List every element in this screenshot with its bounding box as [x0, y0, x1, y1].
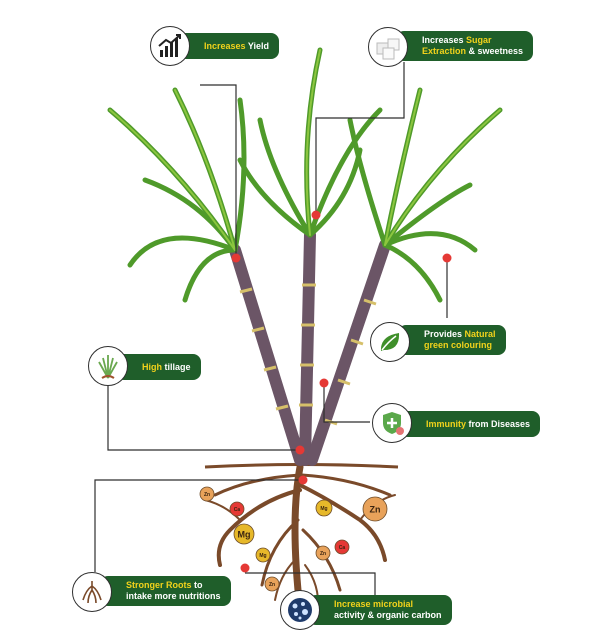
yield-highlight: Increases: [204, 40, 246, 51]
callout-microbial: Increase microbial activity & organic ca…: [308, 595, 452, 625]
tillage-highlight: High: [142, 361, 162, 372]
connector-lines: [94, 62, 448, 598]
callout-sugar: Increases Sugar Extraction & sweetness: [396, 31, 534, 61]
nutrient-bubble: [255, 547, 271, 563]
microbial-badge: [280, 590, 320, 630]
tillage-text: tillage: [162, 361, 191, 372]
leaves-light: [109, 49, 501, 251]
microbial-pill: Increase microbial activity & organic ca…: [308, 595, 452, 625]
colour-highlight: Natural: [464, 329, 496, 339]
tillage-pill: High tillage: [116, 354, 201, 380]
roots-icon: [82, 581, 102, 604]
immunity-highlight: Immunity: [426, 418, 467, 429]
roots-badge: [72, 572, 112, 612]
immunity-badge: [372, 403, 412, 443]
colour-line2: green colouring: [424, 340, 493, 350]
sugar-pill: Increases Sugar Extraction & sweetness: [396, 31, 534, 61]
nutrient-bubble: [199, 486, 215, 502]
roots-line1: to: [191, 580, 203, 590]
sugar-highlight: Sugar: [466, 35, 492, 45]
roots-pill: Stronger Roots to intake more nutritions: [100, 576, 231, 606]
colour-badge: [370, 322, 410, 362]
microbial-line2: activity & organic carbon: [334, 610, 442, 620]
nutrient-bubble: [229, 501, 245, 517]
sugar-line1: Increases: [422, 35, 467, 45]
nutrient-bubble: [264, 576, 280, 592]
nutrient-label: Ca: [234, 507, 241, 513]
microbes-icon: [288, 598, 312, 622]
leaf-icon: [380, 333, 400, 351]
yield-pill: Increases Yield: [178, 33, 280, 59]
callout-immunity: Immunity from Diseases: [400, 411, 541, 437]
callout-roots: Stronger Roots to intake more nutritions: [100, 576, 231, 606]
sugar-line2-highlight: Extraction: [422, 46, 467, 56]
bar-chart-up-icon: [158, 34, 181, 57]
roots-line2: intake more nutritions: [126, 591, 221, 601]
nutrient-label: Zn: [320, 551, 326, 557]
nutrient-label: Zn: [204, 492, 210, 498]
shield-plus-icon: [383, 412, 404, 435]
nutrient-label: Mg: [259, 553, 266, 559]
roots: [204, 463, 396, 614]
sugar-cubes-icon: [376, 38, 400, 60]
sugar-badge: [368, 27, 408, 67]
nutrient-bubble: [233, 523, 255, 545]
sugar-line2: & sweetness: [466, 46, 524, 56]
yield-badge: [150, 26, 190, 66]
callout-tillage: High tillage: [116, 354, 201, 380]
nutrient-bubble: [334, 539, 350, 555]
nutrient-label: Ca: [339, 545, 346, 551]
callout-colour: Provides Natural green colouring: [398, 325, 506, 355]
nutrient-label: Mg: [320, 506, 327, 512]
nutrient-label: Mg: [238, 530, 251, 540]
immunity-pill: Immunity from Diseases: [400, 411, 541, 437]
red-markers: [231, 210, 452, 573]
colour-pill: Provides Natural green colouring: [398, 325, 506, 355]
tillage-badge: [88, 346, 128, 386]
grass-clump-icon: [98, 355, 118, 379]
stalks: [229, 229, 391, 466]
nutrient-bubble: [362, 496, 388, 522]
nutrient-label: Zn: [370, 505, 381, 515]
nutrient-label: Zn: [269, 582, 275, 588]
microbial-highlight: Increase microbial: [334, 599, 414, 609]
roots-highlight: Stronger Roots: [126, 580, 192, 590]
nutrient-bubble: [315, 499, 333, 517]
yield-text: Yield: [245, 40, 270, 51]
colour-line1: Provides: [424, 329, 465, 339]
immunity-text: from Diseases: [466, 418, 531, 429]
callout-yield: Increases Yield: [178, 33, 280, 59]
nutrient-bubble: [315, 545, 331, 561]
